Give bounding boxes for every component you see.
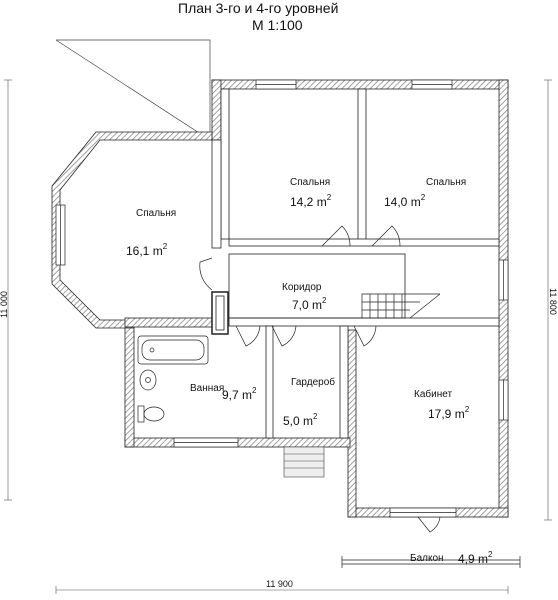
room-name-bedroom-right: Спальня bbox=[426, 177, 467, 188]
room-area-balcony: 4,9 m2 bbox=[458, 550, 493, 566]
plan-title: План 3-го и 4-го уровней bbox=[178, 0, 339, 16]
room-area-bedroom-left: 16,1 m2 bbox=[126, 242, 168, 258]
room-name-bathroom: Ванная bbox=[190, 383, 225, 394]
room-name-balcony: Балкон bbox=[410, 553, 444, 564]
windows bbox=[55, 79, 509, 518]
room-name-bedroom-mid: Спальня bbox=[290, 177, 331, 188]
room-area-bedroom-right: 14,0 m2 bbox=[384, 193, 426, 209]
ventilation-duct bbox=[211, 291, 229, 335]
plan-scale: М 1:100 bbox=[252, 17, 303, 33]
room-name-wardrobe: Гардероб bbox=[291, 377, 335, 388]
bathroom-fixtures bbox=[137, 335, 209, 423]
door-swings bbox=[199, 225, 441, 533]
dimension-left-height: 11 000 bbox=[0, 291, 9, 318]
room-area-corridor: 7,0 m2 bbox=[292, 296, 327, 312]
dimension-lines bbox=[4, 79, 552, 594]
balcony-railing bbox=[341, 556, 521, 568]
outer-walls bbox=[51, 79, 509, 518]
room-area-bathroom: 9,7 m2 bbox=[222, 386, 257, 402]
room-name-corridor: Коридор bbox=[282, 282, 322, 293]
room-area-office: 17,9 m2 bbox=[428, 405, 470, 421]
corridor-outline bbox=[228, 253, 406, 319]
roof-outline bbox=[55, 39, 211, 141]
dimension-right-height: 11 800 bbox=[548, 288, 558, 315]
dimension-width: 11 900 bbox=[266, 579, 293, 589]
room-area-bedroom-mid: 14,2 m2 bbox=[290, 193, 332, 209]
room-name-office: Кабинет bbox=[414, 389, 453, 400]
room-area-wardrobe: 5,0 m2 bbox=[283, 412, 318, 428]
room-name-bedroom-left: Спальня bbox=[136, 208, 177, 219]
inner-walls bbox=[211, 88, 500, 439]
stairs bbox=[361, 293, 441, 319]
entry-steps bbox=[283, 446, 325, 478]
